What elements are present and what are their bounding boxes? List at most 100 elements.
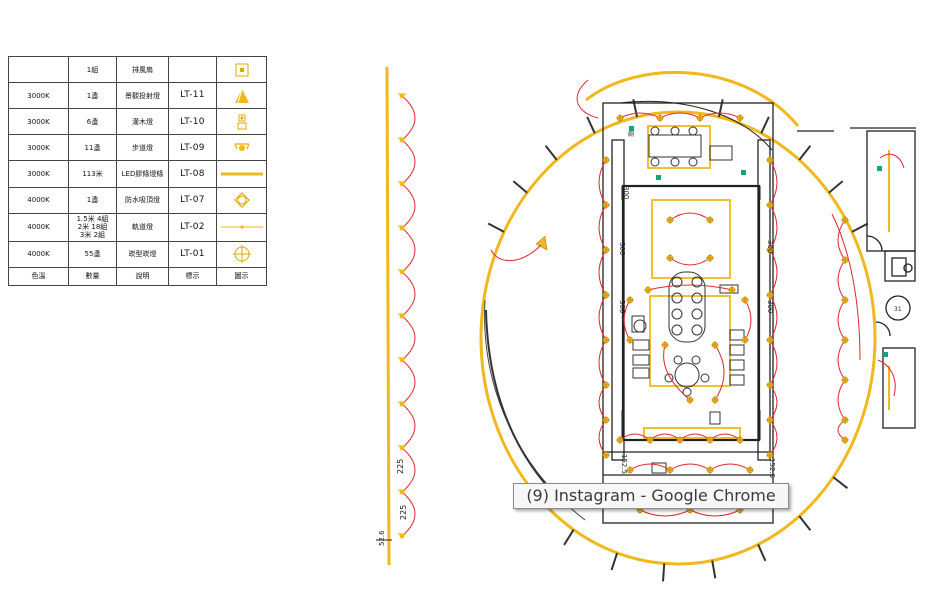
legend-code: LT-07 — [168, 186, 217, 214]
mullion — [828, 180, 844, 194]
path-light-icon — [398, 445, 406, 451]
mullion — [487, 222, 505, 233]
legend-qty: 1盞 — [68, 186, 117, 214]
recessed-light-icon — [626, 296, 634, 304]
mullion — [586, 116, 596, 134]
mullion — [851, 222, 869, 233]
circuit-wire — [837, 219, 846, 261]
legend-header-cell: 色溫 — [8, 266, 69, 287]
meeting-table — [668, 271, 706, 343]
recessed-light-icon — [602, 336, 610, 344]
circuit-wire — [831, 213, 861, 361]
mullion — [662, 563, 666, 582]
mullion — [711, 560, 717, 579]
circuit-wire — [598, 249, 607, 296]
circuit-wire — [598, 204, 607, 251]
recessed-light-icon — [706, 254, 714, 262]
led-strip-ellipse — [479, 110, 877, 566]
circuit-wire — [401, 183, 416, 229]
circuit-wire — [744, 299, 752, 341]
structural-columns — [621, 186, 761, 440]
recessed-light-icon — [841, 376, 849, 384]
recessed-light-icon — [741, 336, 749, 344]
circuit-wire — [837, 339, 846, 381]
recessed-light-icon — [841, 416, 849, 424]
exit-markers — [629, 126, 888, 357]
led-strip-rooms — [643, 125, 741, 439]
led-strip-vertical — [385, 66, 391, 566]
circuit-wire — [709, 463, 751, 471]
recessed-light-icon — [841, 216, 849, 224]
mullion — [798, 515, 812, 531]
circuit-wire — [401, 491, 416, 537]
path-light-icon — [398, 225, 406, 231]
path-light-icon — [398, 93, 406, 99]
circuit-wire — [576, 79, 599, 119]
mullion — [610, 552, 619, 571]
light-fixtures — [602, 114, 849, 514]
circuit-wire — [769, 384, 778, 421]
circuit-wire — [623, 299, 631, 341]
recessed-light-icon — [711, 341, 719, 349]
round-table — [674, 362, 700, 388]
recessed-light-icon — [766, 451, 774, 459]
legend-desc: 景觀投射燈 — [116, 82, 169, 110]
recessed-light-icon — [602, 246, 610, 254]
legend-code: LT-11 — [168, 82, 217, 110]
circuit-wire — [769, 294, 778, 341]
dim-left-small: 52.6 — [378, 530, 386, 546]
recessed-light-icon — [766, 336, 774, 344]
recessed-light-icon — [602, 381, 610, 389]
recessed-light-icon — [766, 246, 774, 254]
path-light-icon — [398, 401, 406, 407]
projector-light-icon — [535, 235, 548, 251]
circuit-wire — [879, 153, 905, 169]
circuit-wire — [769, 339, 778, 386]
legend-header-cell: 圖示 — [216, 266, 267, 287]
waterproof-ceiling-light-icon — [216, 186, 267, 214]
legend-color-temp: 3000K — [8, 134, 69, 162]
mullion — [757, 544, 767, 562]
recessed-light-icon — [841, 256, 849, 264]
recessed-light-icon — [711, 396, 719, 404]
recessed-light-icon — [766, 416, 774, 424]
legend-header-row: 色溫數量說明標示圖示 — [8, 266, 267, 287]
path-light-icon — [398, 137, 406, 143]
circuit-wire — [629, 463, 671, 471]
recessed-light-icon — [766, 201, 774, 209]
dim-right-4: 300 — [766, 240, 774, 253]
circuit-wire — [598, 339, 607, 386]
circuit-wire — [663, 344, 691, 401]
recessed-light-icon — [686, 396, 694, 404]
circuit-wire — [647, 284, 733, 291]
circuit-wire — [769, 249, 778, 296]
circuit-wire — [669, 257, 711, 266]
led-strip-top-arc — [585, 70, 800, 127]
mullion — [563, 529, 575, 546]
circuit-wire — [769, 419, 778, 456]
shrub-light-icon — [216, 108, 267, 136]
recessed-light-icon — [602, 451, 610, 459]
mullion — [832, 476, 849, 490]
recessed-light-icon — [666, 254, 674, 262]
circuit-wire — [877, 359, 896, 397]
recessed-light-icon — [766, 291, 774, 299]
circuit-wire — [699, 112, 741, 119]
recessed-light-icon — [646, 436, 654, 444]
recessed-light-icon — [766, 381, 774, 389]
left-circuit-chain — [398, 93, 416, 539]
circuit-wire — [598, 294, 607, 341]
circuit-wire — [669, 463, 711, 471]
recessed-light-icon — [661, 341, 669, 349]
recessed-light-icon — [602, 416, 610, 424]
circuit-wire — [401, 227, 416, 273]
recessed-light-icon — [616, 114, 624, 122]
legend-code — [168, 55, 217, 84]
recessed-light-icon — [746, 466, 754, 474]
recessed-light-icon — [666, 466, 674, 474]
